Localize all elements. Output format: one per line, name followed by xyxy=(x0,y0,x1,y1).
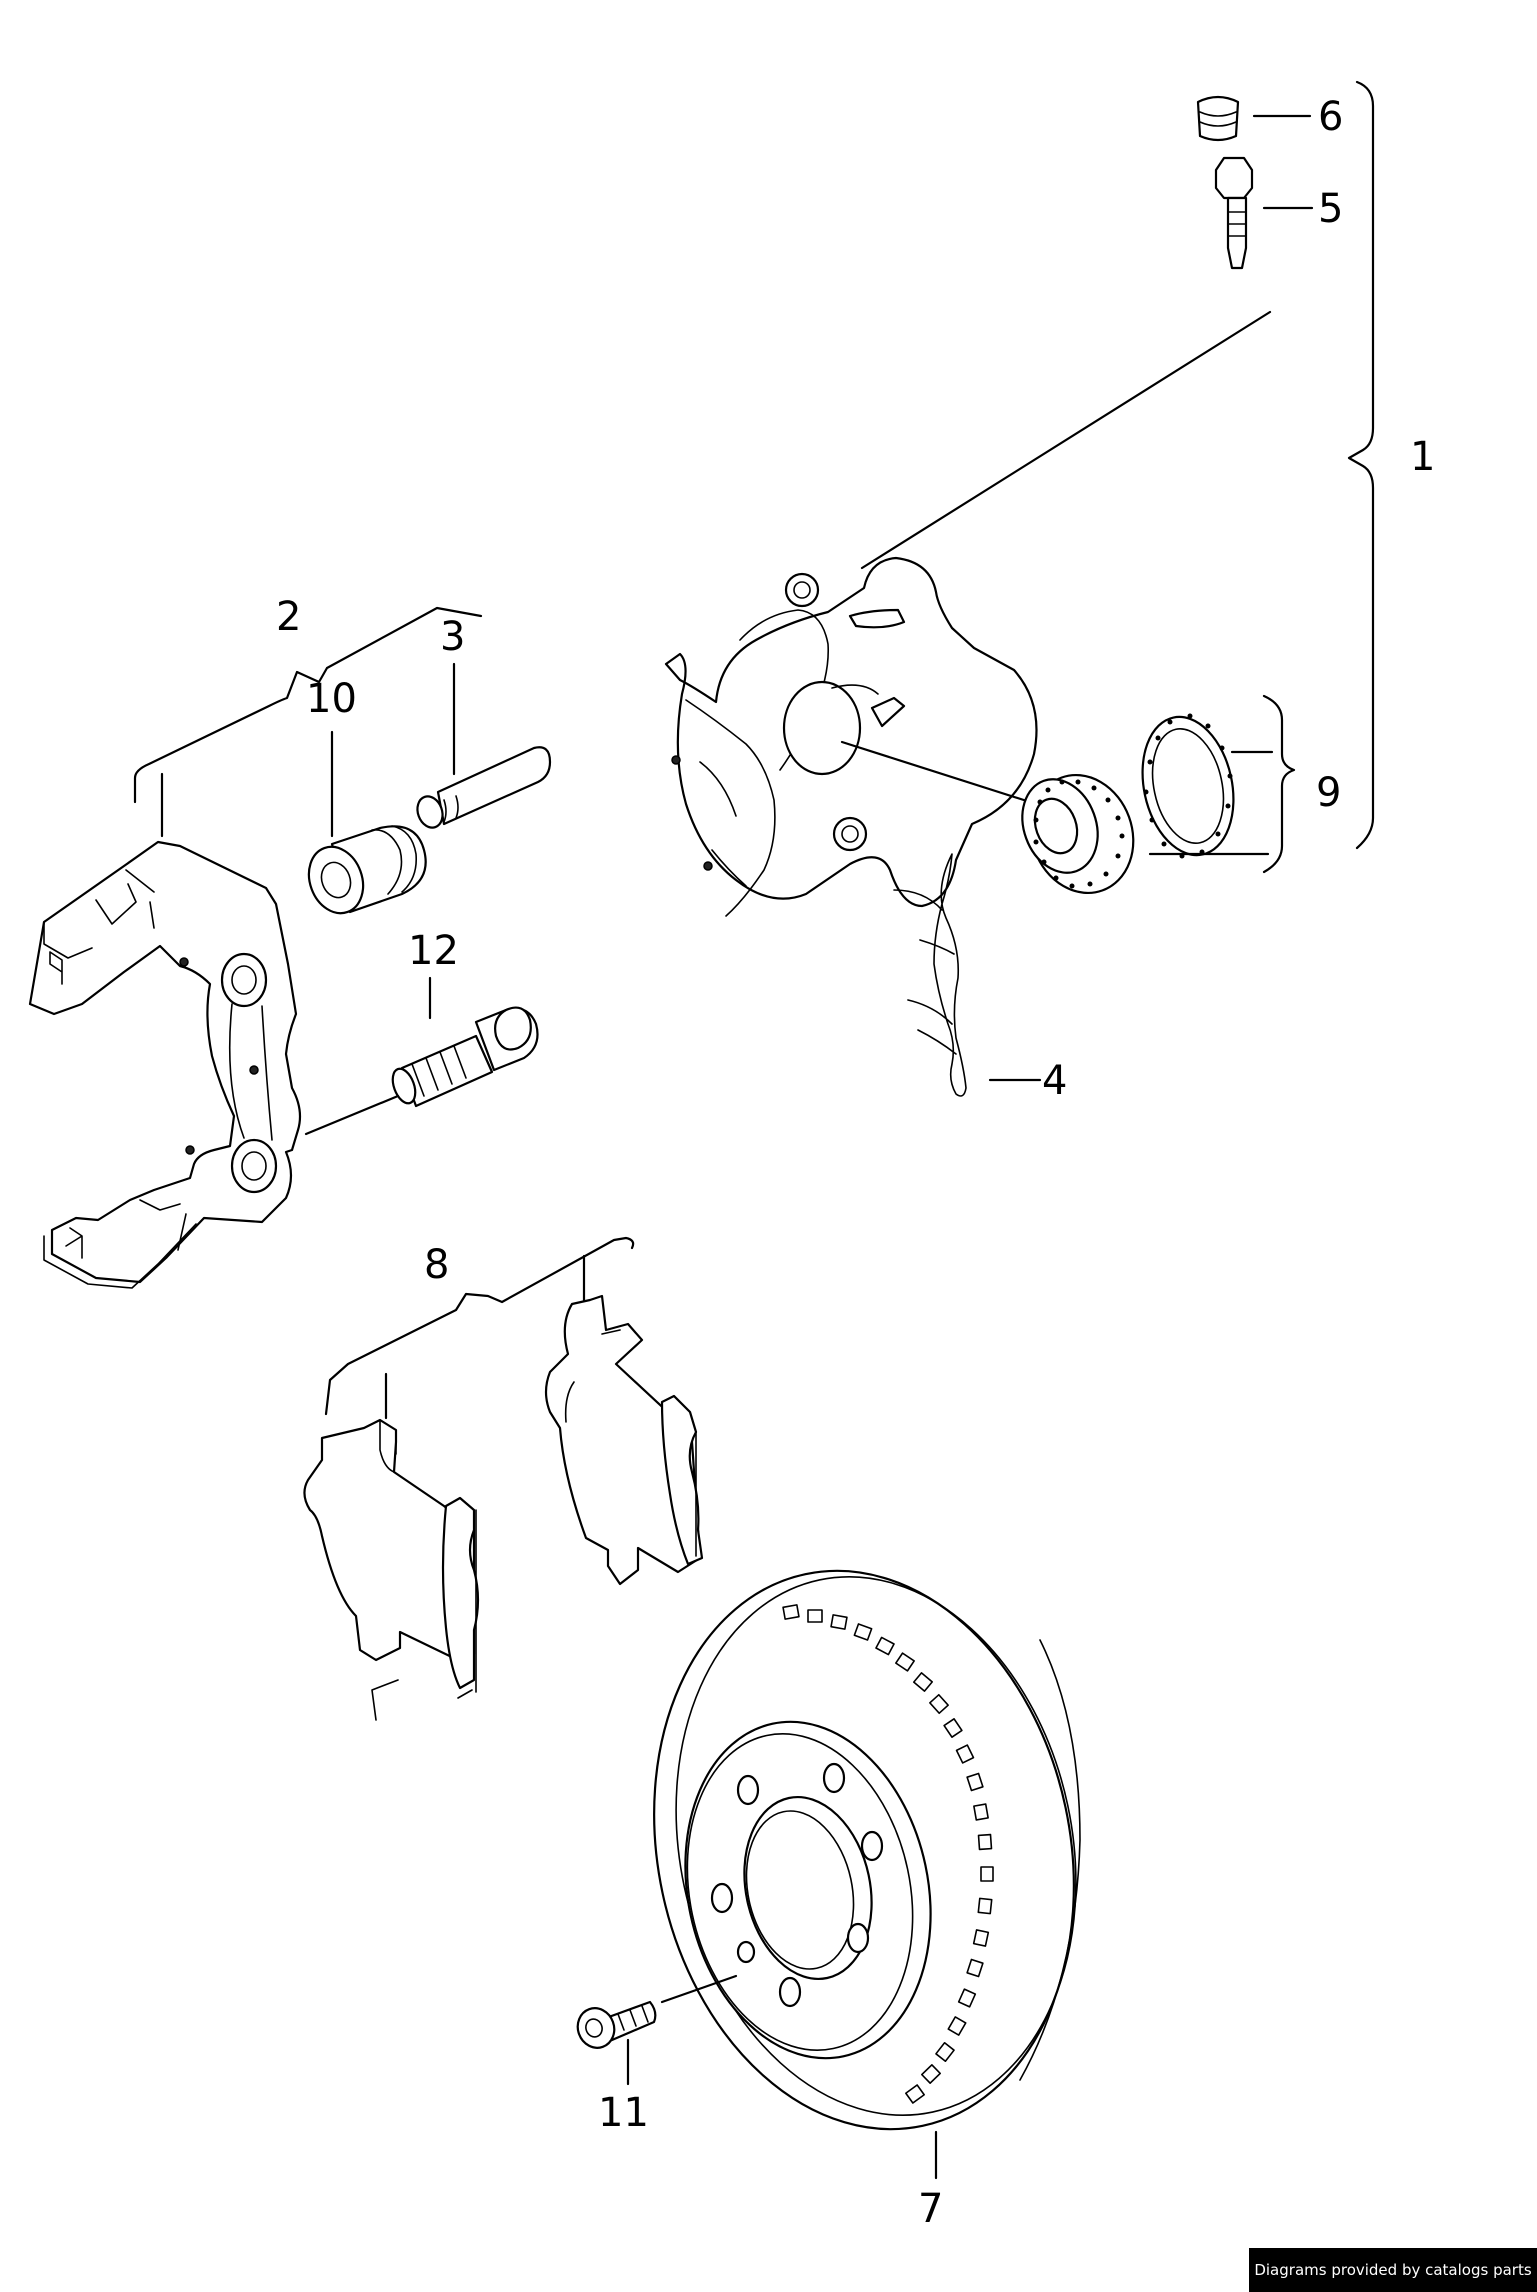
guide-bushing-part xyxy=(307,730,427,915)
disc-ventilation-slots xyxy=(782,1604,994,2104)
brake-pad-a-part xyxy=(303,1418,480,1721)
callout-11: 11 xyxy=(598,2090,649,2136)
callout-9: 9 xyxy=(1316,770,1341,816)
callout-6: 6 xyxy=(1318,94,1343,140)
callout-10: 10 xyxy=(306,676,357,722)
leader-line-bleeder xyxy=(860,310,1272,570)
bleeder-cap-part xyxy=(1196,95,1312,142)
carrier-bolt-part xyxy=(391,976,539,1108)
assembly-bracket-2 xyxy=(133,606,483,804)
brake-disc-part xyxy=(653,1569,1081,2180)
callout-7: 7 xyxy=(918,2186,943,2232)
caliper-carrier-part xyxy=(28,840,302,1289)
kit-bracket-9 xyxy=(1148,694,1296,874)
diagram-credit-text: Diagrams provided by catalogs parts xyxy=(1254,2261,1532,2279)
callout-labels: 1 2 3 4 5 6 7 8 9 10 11 12 xyxy=(276,94,1435,2232)
callout-4: 4 xyxy=(1042,1058,1067,1104)
leader-line-bolt xyxy=(304,1094,400,1136)
callout-2: 2 xyxy=(276,594,301,640)
bleeder-valve-part xyxy=(1214,156,1314,270)
callout-12: 12 xyxy=(408,928,459,974)
leader-line-piston xyxy=(840,740,1032,804)
disc-screw-part xyxy=(576,1974,738,2086)
callout-8: 8 xyxy=(424,1242,449,1288)
assembly-bracket-8 xyxy=(324,1236,635,1416)
assembly-bracket-1 xyxy=(1347,80,1375,850)
brake-pad-b-part xyxy=(544,1294,704,1586)
piston-boot-part xyxy=(1021,773,1135,895)
guide-pin-part xyxy=(416,662,552,829)
callout-3: 3 xyxy=(440,614,465,660)
callout-5: 5 xyxy=(1318,186,1343,232)
diagram-credit-banner: Diagrams provided by catalogs parts xyxy=(1249,2248,1537,2292)
seal-ring-part xyxy=(1141,713,1235,859)
callout-1: 1 xyxy=(1410,434,1435,480)
caliper-housing-part xyxy=(664,556,1038,917)
retaining-spring-part xyxy=(893,853,1042,1097)
